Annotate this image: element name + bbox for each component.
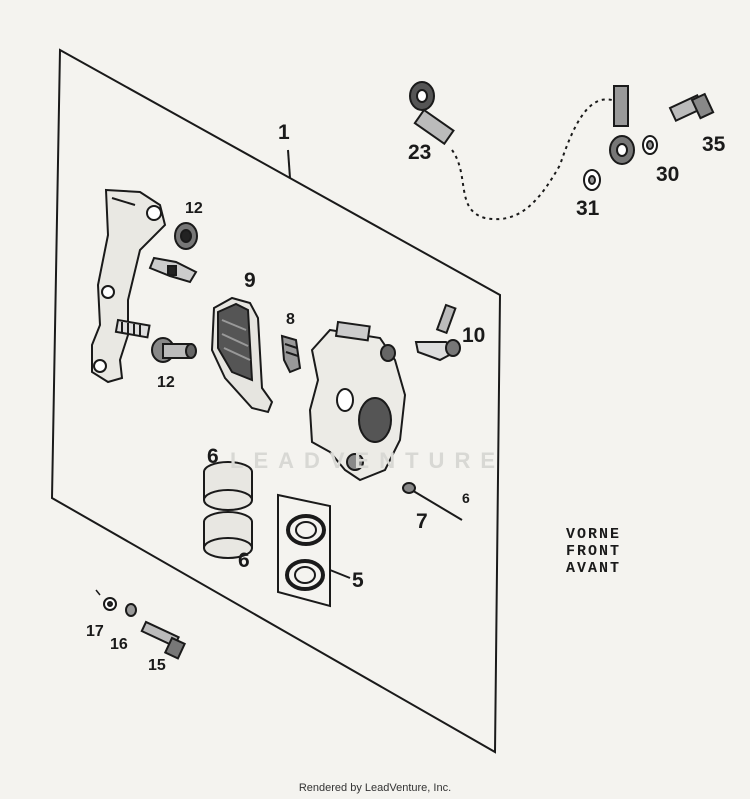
callout-1: 1 [278, 121, 290, 144]
callout-10: 10 [462, 324, 486, 347]
bolt-15 [140, 620, 187, 660]
pad-clip [148, 256, 198, 284]
piston-6-bottom [203, 511, 253, 559]
bolt-35 [668, 92, 715, 123]
pad-spring-8 [280, 334, 302, 374]
washer-31 [583, 169, 601, 191]
callout-8: 8 [286, 311, 295, 328]
bracket-pin [114, 318, 151, 339]
assembly-panel [50, 48, 502, 754]
piston-6-top [203, 461, 253, 511]
callout-17: 17 [86, 623, 104, 640]
callout-23: 23 [408, 141, 432, 164]
callout-31: 31 [576, 197, 600, 220]
direction-label: VORNE FRONT AVANT [566, 526, 621, 577]
callout-9: 9 [244, 269, 256, 292]
callout-6-bottom: 6 [238, 549, 250, 572]
caliper-bracket [91, 188, 167, 384]
banjo-23 [409, 81, 455, 146]
watermark-text: LEADVENTURE [230, 448, 506, 473]
caliper-body [308, 320, 407, 482]
washer-30 [642, 135, 658, 155]
slide-pin-12 [151, 337, 197, 363]
callout-15: 15 [148, 657, 166, 674]
brake-pad-9 [210, 296, 274, 414]
brake-hose [451, 98, 613, 221]
callout-6-small: 6 [462, 490, 470, 506]
callout-35: 35 [702, 133, 726, 156]
callout-12-top: 12 [185, 200, 203, 217]
direction-vorne: VORNE [566, 526, 622, 543]
seal-kit-5 [277, 493, 351, 608]
washer-17 [103, 597, 117, 611]
pin-7 [402, 482, 463, 521]
banjo-upper [609, 85, 635, 165]
bleeder-10 [414, 303, 461, 362]
callout-16: 16 [110, 636, 128, 653]
footer-credit: Rendered by LeadVenture, Inc. [298, 782, 452, 794]
callout-6-top: 6 [207, 445, 219, 468]
callout-5: 5 [352, 569, 364, 592]
washer-16 [125, 603, 137, 617]
callout-12-bottom: 12 [157, 374, 175, 391]
boot-12-top [174, 222, 198, 250]
callout-30: 30 [656, 163, 680, 186]
direction-front: FRONT [566, 543, 622, 560]
callout-7: 7 [416, 510, 428, 533]
direction-avant: AVANT [566, 560, 622, 577]
